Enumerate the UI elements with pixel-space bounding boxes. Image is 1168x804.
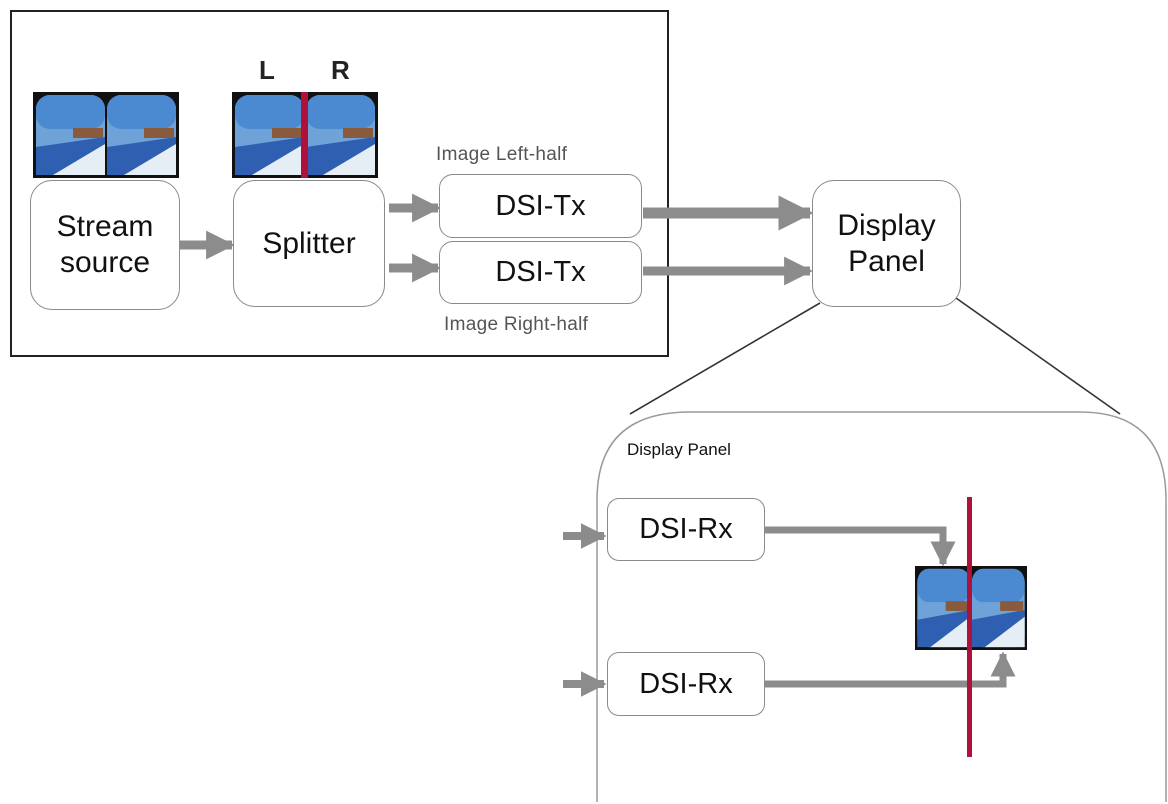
display-panel-node: Display Panel [812, 180, 961, 307]
dsi-tx-top-node: DSI-Tx [439, 174, 642, 238]
zoom-line-right [955, 297, 1121, 415]
display-panel-label-line1: Display [837, 208, 936, 242]
inset-title: Display Panel [627, 440, 731, 459]
display-panel-inset-frame [596, 411, 1167, 802]
display-panel-label-line2: Panel [848, 244, 925, 278]
left-marker: L [259, 55, 275, 85]
stream-source-label-line2: source [59, 246, 151, 279]
system-frame [10, 10, 669, 357]
splitter-label: Splitter [262, 226, 356, 260]
dsi-tx-top-label: DSI-Tx [495, 189, 586, 222]
dsi-rx-top-node: DSI-Rx [607, 498, 765, 561]
dsi-rx-top-label: DSI-Rx [639, 513, 733, 546]
vr-stereo-image-icon [33, 92, 179, 178]
dsi-tx-bottom-node: DSI-Tx [439, 241, 642, 304]
splitter-node: Splitter [233, 180, 385, 307]
arrow-rx-top-to-image [765, 526, 956, 567]
stream-source-node: Stream source [30, 180, 180, 310]
zoom-line-left [629, 302, 821, 415]
stream-source-label-line1: Stream [56, 210, 154, 243]
dsi-rx-bottom-label: DSI-Rx [639, 667, 733, 700]
dsi-rx-bottom-node: DSI-Rx [607, 652, 765, 716]
right-marker: R [331, 55, 350, 85]
dsi-tx-bottom-label: DSI-Tx [495, 256, 586, 289]
split-line [301, 92, 308, 178]
vr-stereo-image-icon-split [232, 92, 378, 178]
image-left-half-caption: Image Left-half [436, 144, 568, 165]
inset-split-line [967, 497, 972, 757]
image-right-half-caption: Image Right-half [444, 314, 589, 335]
arrow-rx-bottom-to-image [765, 651, 1016, 688]
